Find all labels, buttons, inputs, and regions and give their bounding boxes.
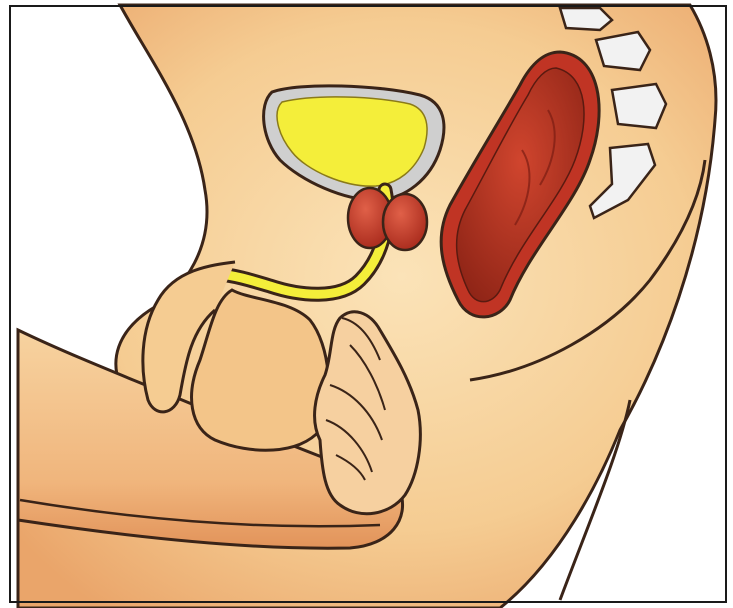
anatomy-illustration	[0, 0, 733, 608]
anatomy-svg	[0, 0, 733, 608]
